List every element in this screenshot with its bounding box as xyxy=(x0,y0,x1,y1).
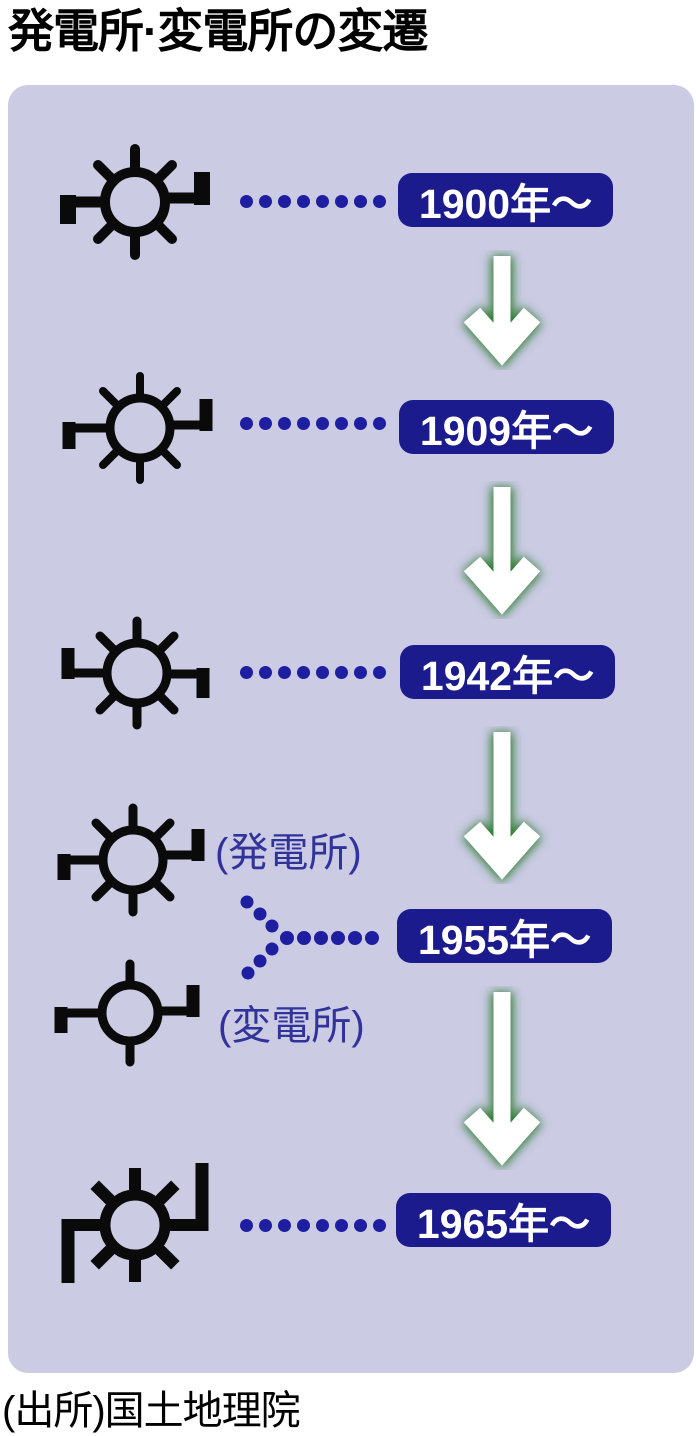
power-plant-map-symbol-1909-icon xyxy=(62,372,213,484)
year-badge-1955: 1955年〜 xyxy=(397,909,612,963)
substation-map-symbol-1955-icon xyxy=(54,959,200,1067)
down-arrow-icon xyxy=(462,732,542,883)
down-arrow-icon xyxy=(462,487,542,618)
down-arrow-icon xyxy=(462,992,542,1169)
power-plant-map-symbol-1955-icon xyxy=(57,803,205,917)
year-badge-1942: 1942年〜 xyxy=(400,645,615,699)
power-plant-map-symbol-1965-icon xyxy=(61,1163,209,1283)
source-attribution: (出所)国土地理院 xyxy=(2,1389,301,1433)
year-badge-1909: 1909年〜 xyxy=(399,400,614,454)
page-title: 発電所·変電所の変遷 xyxy=(8,5,428,57)
timeline-panel xyxy=(8,85,694,1373)
dotted-connector xyxy=(240,666,386,679)
power-plant-map-symbol-1900-icon xyxy=(60,144,210,260)
dotted-connector xyxy=(240,195,386,208)
power-plant-map-symbol-1942-icon xyxy=(61,616,210,730)
substation-label: (変電所) xyxy=(218,1004,365,1048)
dotted-connector xyxy=(240,417,386,430)
year-badge-1965: 1965年〜 xyxy=(396,1193,611,1247)
down-arrow-icon xyxy=(462,256,542,369)
dotted-connector xyxy=(240,1219,386,1232)
power-plant-label: (発電所) xyxy=(215,831,362,875)
merging-dotted-connector xyxy=(240,895,379,980)
year-badge-1900: 1900年〜 xyxy=(398,173,613,227)
